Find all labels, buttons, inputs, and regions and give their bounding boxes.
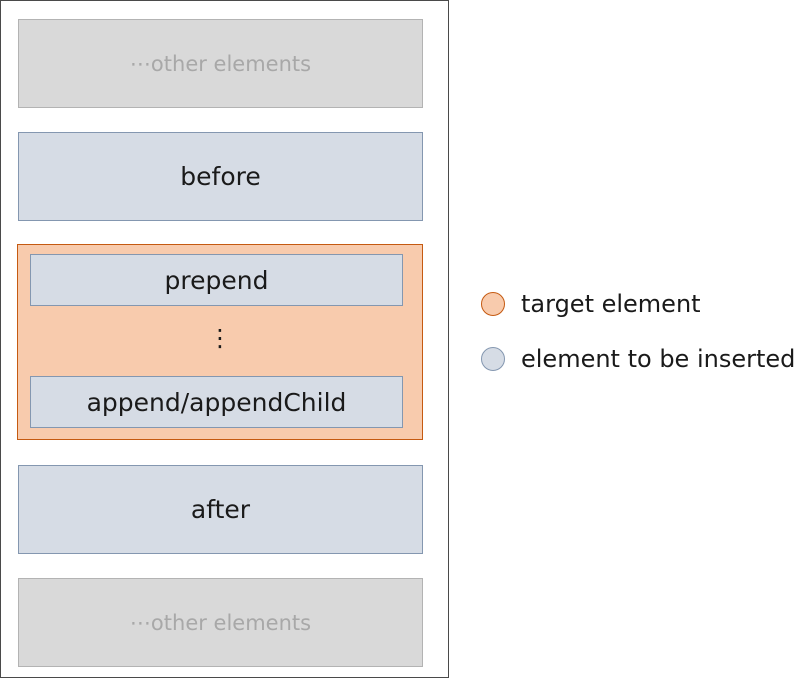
prepend-box: prepend xyxy=(30,254,403,306)
legend-label-insert: element to be inserted xyxy=(521,345,796,373)
target-element-box: prepend ⋮ append/appendChild xyxy=(17,244,423,440)
legend-element-to-insert: element to be inserted xyxy=(481,345,795,373)
legend-label-target: target element xyxy=(521,290,701,318)
blue-circle-icon xyxy=(481,347,505,371)
other-elements-top: ⋯other elements xyxy=(18,19,423,108)
after-box: after xyxy=(18,465,423,554)
container-frame: ⋯other elements before prepend ⋮ append/… xyxy=(0,0,449,678)
ellipsis-vertical: ⋮ xyxy=(208,324,232,352)
other-elements-bottom: ⋯other elements xyxy=(18,578,423,667)
before-box: before xyxy=(18,132,423,221)
legend-target-element: target element xyxy=(481,290,701,318)
append-box: append/appendChild xyxy=(30,376,403,428)
orange-circle-icon xyxy=(481,292,505,316)
